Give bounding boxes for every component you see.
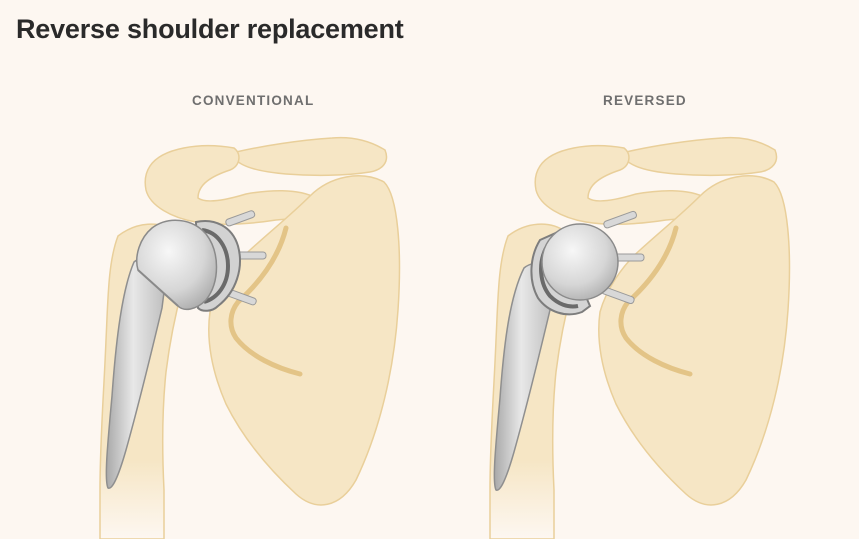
reversed-shoulder-illustration bbox=[489, 136, 791, 539]
clavicle bbox=[625, 136, 778, 177]
glenoid-shadow bbox=[228, 225, 303, 377]
page-title: Reverse shoulder replacement bbox=[16, 14, 404, 44]
glenosphere bbox=[541, 223, 619, 301]
acromion bbox=[144, 145, 318, 225]
clavicle bbox=[235, 136, 388, 177]
reversed-label: REVERSED bbox=[603, 93, 687, 108]
humeral-head bbox=[136, 219, 218, 311]
conventional-shoulder-illustration bbox=[99, 136, 401, 539]
scapula bbox=[598, 175, 791, 506]
acromion bbox=[534, 145, 708, 225]
conventional-label: CONVENTIONAL bbox=[192, 93, 315, 108]
glenoid-shadow bbox=[618, 225, 693, 377]
